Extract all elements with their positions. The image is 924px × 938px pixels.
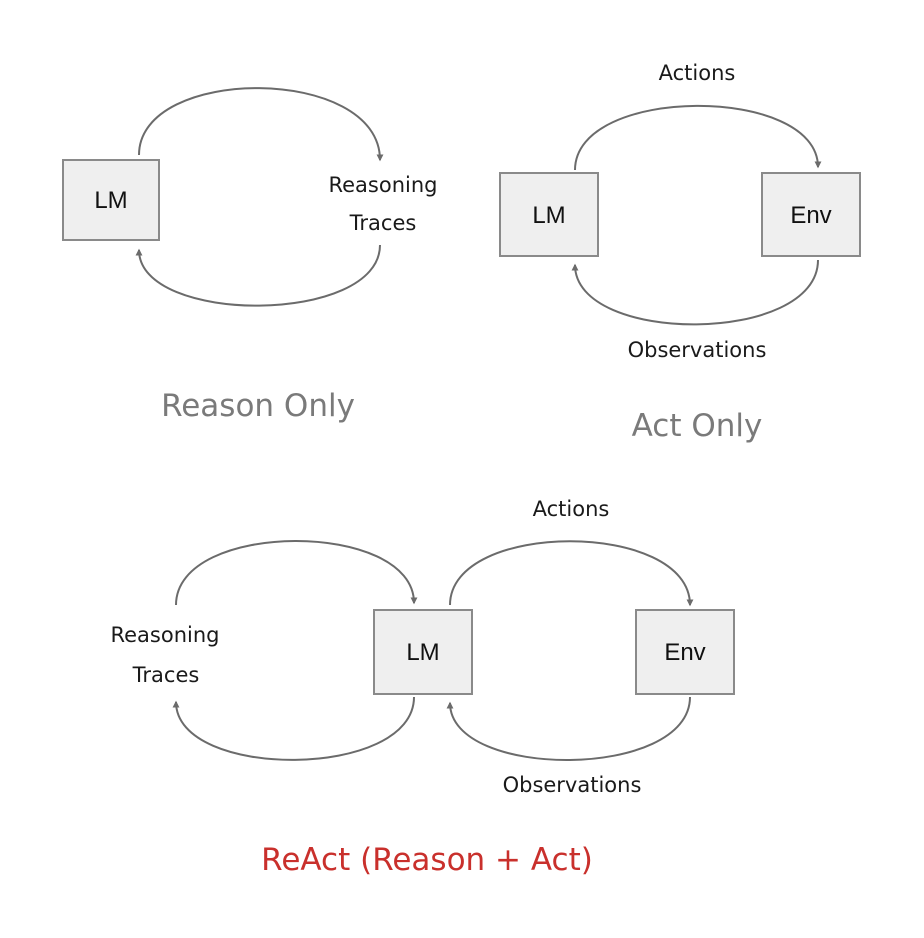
react-caption: ReAct (Reason + Act) [261,842,593,878]
reason-only-traces-label-line2: Traces [349,211,417,235]
react-traces-label-line1: Reasoning [110,623,219,647]
react-lm-label: LM [406,639,439,666]
act-only-env-label: Env [790,202,831,229]
reason-only-lm-box [62,159,160,241]
act-only-actions-arc [574,104,822,171]
reason-only-panel: LM Reasoning Traces Reason Only [62,87,438,424]
react-actions-arc [449,540,694,607]
react-env-box [635,609,735,695]
react-traces-to-lm-arc [175,540,418,606]
react-actions-label: Actions [533,497,610,521]
act-only-observations-arc [571,259,819,326]
act-only-lm-label: LM [532,202,565,229]
react-observations-arc [446,696,691,761]
act-only-panel: LM Env Actions Observations Act Only [499,61,861,444]
reason-only-caption: Reason Only [161,388,355,424]
act-only-lm-box [499,172,599,257]
act-only-env-box [761,172,861,257]
act-only-observations-label: Observations [628,338,767,362]
reason-only-traces-label-line1: Reasoning [328,173,437,197]
act-only-caption: Act Only [632,408,763,444]
reason-only-lm-label: LM [94,187,127,214]
reason-only-arc-to-traces [138,87,384,162]
react-lm-box [373,609,473,695]
act-only-actions-label: Actions [659,61,736,85]
react-env-label: Env [664,639,705,666]
react-lm-to-traces-arc [172,696,415,761]
reason-only-arc-to-lm [135,244,381,307]
react-panel: LM Env Reasoning Traces Actions Observat… [110,497,735,878]
react-observations-label: Observations [503,773,642,797]
react-traces-label-line2: Traces [132,663,200,687]
